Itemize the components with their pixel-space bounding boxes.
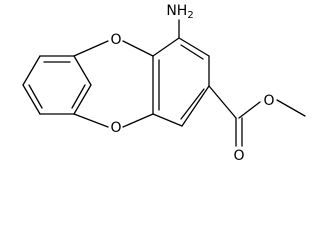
bond <box>208 85 237 119</box>
bond <box>276 99 306 117</box>
bond <box>178 37 210 57</box>
amine-label: NH2 <box>166 3 193 21</box>
double-bond-inner <box>180 88 205 120</box>
ester-group <box>208 85 306 147</box>
right-benzene-ring <box>152 37 210 127</box>
bond <box>238 101 261 119</box>
bond <box>73 113 109 128</box>
double-bond-inner <box>71 84 86 109</box>
bond <box>22 55 41 86</box>
bond <box>22 84 41 115</box>
left-benzene-ring <box>22 55 92 115</box>
bond <box>152 113 183 127</box>
bond <box>73 84 92 115</box>
ring-oxygen-bottom-label: O <box>110 120 121 136</box>
double-bond-inner <box>28 84 43 109</box>
carbonyl-oxygen-label: O <box>233 148 244 164</box>
bond <box>122 113 154 128</box>
bond <box>122 40 154 57</box>
chemical-structure: O O NH2 O O <box>22 3 306 164</box>
bond <box>73 40 109 57</box>
ester-oxygen-label: O <box>263 93 274 109</box>
dioxin-ring <box>73 40 154 128</box>
ring-oxygen-top-label: O <box>110 32 121 48</box>
double-bond-inner <box>180 44 204 60</box>
bond <box>73 55 92 86</box>
bond <box>181 85 210 127</box>
bond <box>152 37 180 57</box>
